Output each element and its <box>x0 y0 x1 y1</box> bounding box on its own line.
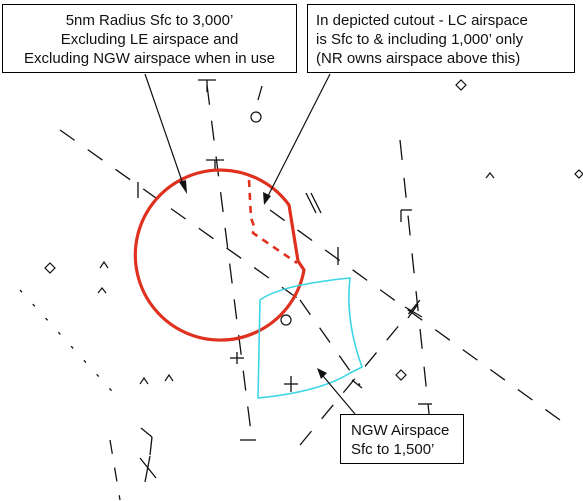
threshold-marks <box>137 79 432 483</box>
runway-dash-icon <box>257 85 263 101</box>
runway-dash-icon <box>269 209 561 421</box>
cutout-label-line-2: is Sfc to & including 1,000’ only <box>316 31 524 48</box>
radius-boundary <box>133 168 306 342</box>
building-icon <box>395 369 407 381</box>
caret-icon <box>164 373 174 382</box>
cutout-boundary <box>247 179 298 265</box>
ngw-label-line-1: NGW Airspace <box>351 422 450 439</box>
runway-dash-icon <box>59 129 301 301</box>
runway-dash-icon <box>299 299 361 386</box>
map-symbols <box>44 79 583 385</box>
ngw-airspace-boundary <box>257 277 363 399</box>
obstacle-icon <box>250 111 262 123</box>
building-icon <box>574 169 583 179</box>
radius-label-line-2: Excluding LE airspace and <box>60 31 239 48</box>
cutout-label-line-1: In depicted cutout - LC airspace <box>316 12 528 29</box>
ngw-label: NGW Airspace Sfc to 1,500’ <box>340 414 464 464</box>
caret-icon <box>485 172 495 179</box>
ngw-label-line-2: Sfc to 1,500’ <box>351 441 435 458</box>
caret-icon <box>97 287 107 294</box>
leader-lines <box>144 73 356 415</box>
runway-dash-icon <box>109 439 121 501</box>
building-icon <box>44 262 56 274</box>
building-icon <box>455 79 467 91</box>
radius-label: 5nm Radius Sfc to 3,000’ Excluding LE ai… <box>2 4 297 73</box>
radius-label-line-1: 5nm Radius Sfc to 3,000’ <box>65 12 234 29</box>
obstacle-icon <box>280 314 292 326</box>
caret-icon <box>139 376 149 385</box>
cutout-label-line-3: (NR owns airspace above this) <box>316 50 521 67</box>
runway-dash-icon <box>206 84 253 441</box>
caret-icon <box>99 260 109 269</box>
radius-label-line-3: Excluding NGW airspace when in use <box>24 50 275 67</box>
cutout-label: In depicted cutout - LC airspace is Sfc … <box>307 4 575 73</box>
